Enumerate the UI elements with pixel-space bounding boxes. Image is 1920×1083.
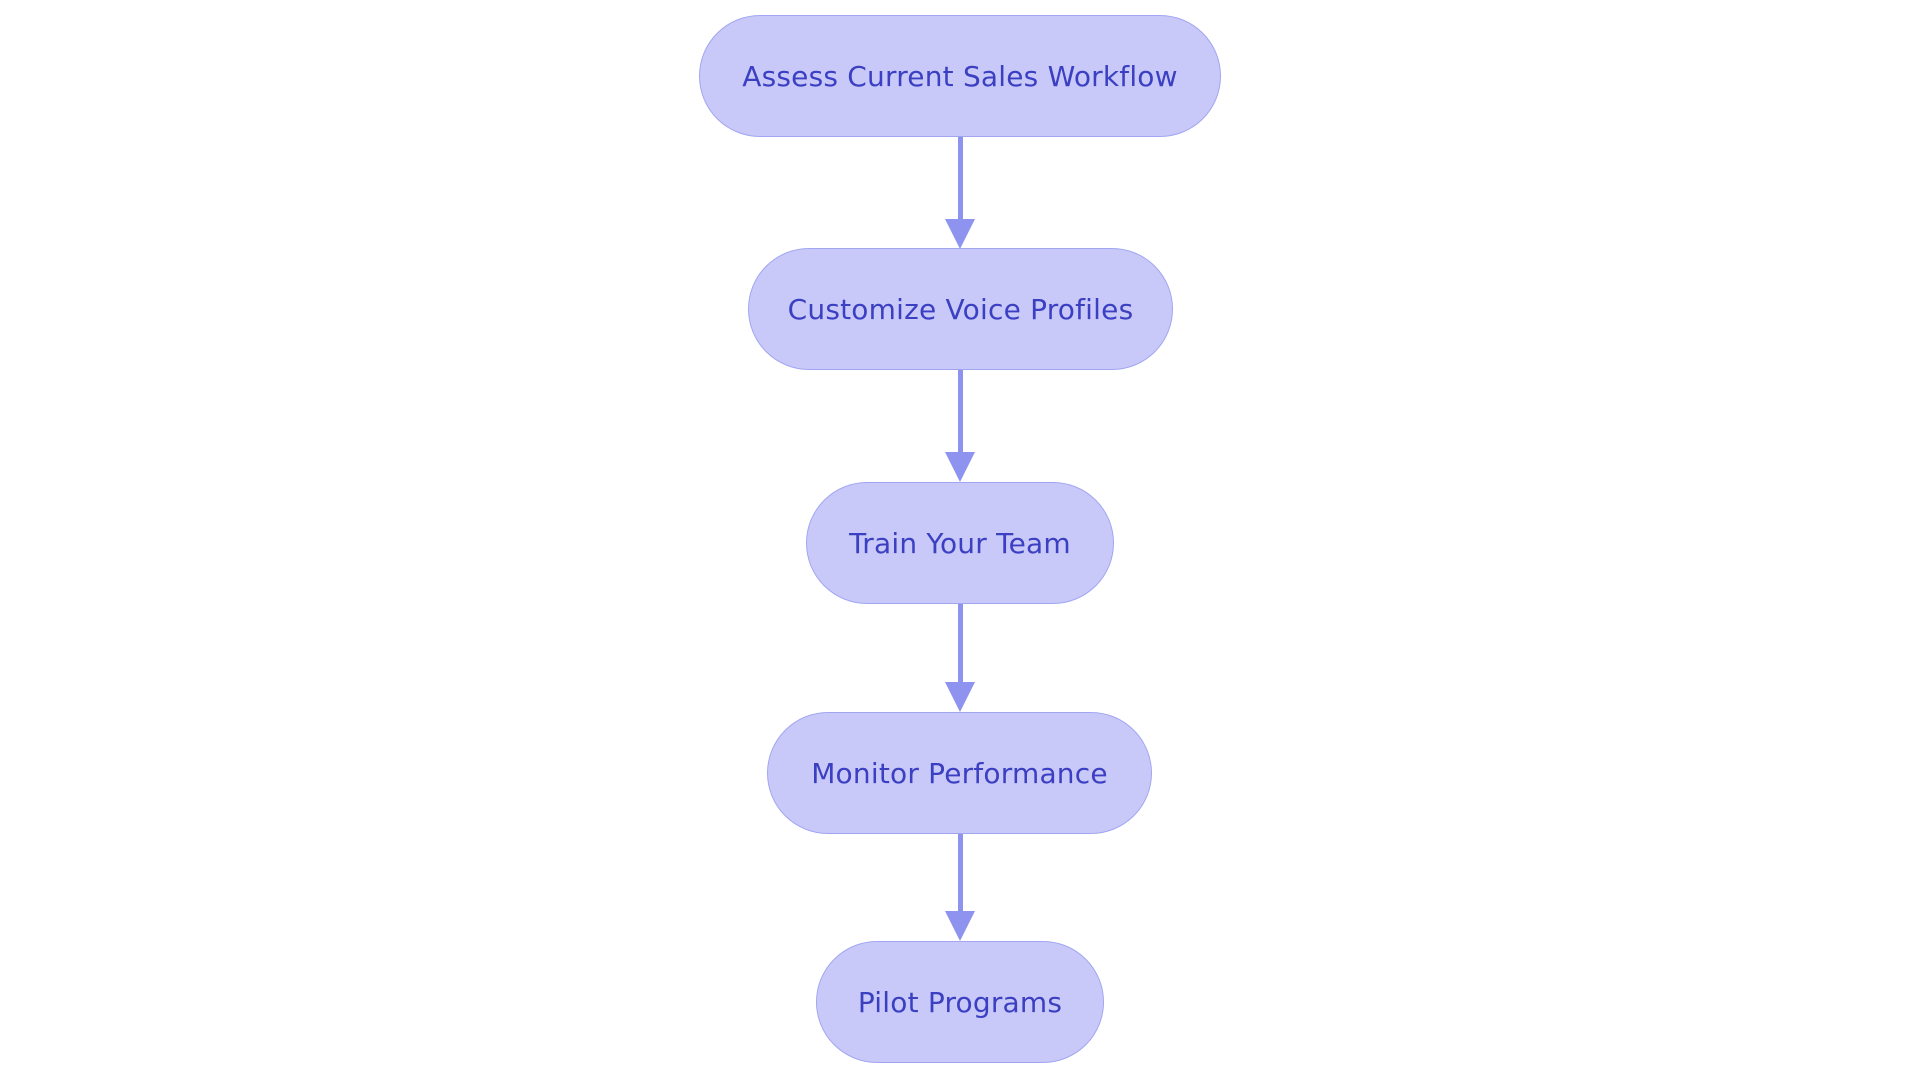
arrowhead-down-icon	[945, 911, 975, 941]
flow-arrow-4	[945, 834, 975, 941]
flow-node-label: Customize Voice Profiles	[787, 292, 1134, 326]
arrow-line	[957, 604, 963, 682]
arrow-line	[957, 137, 963, 219]
flow-node-label: Assess Current Sales Workflow	[742, 59, 1178, 93]
flow-node-label: Train Your Team	[849, 526, 1071, 560]
flow-node-label: Monitor Performance	[811, 756, 1108, 790]
flow-node-customize-voice-profiles: Customize Voice Profiles	[748, 248, 1173, 370]
flow-node-train-your-team: Train Your Team	[806, 482, 1114, 604]
flow-arrow-3	[945, 604, 975, 712]
flow-node-assess-current-sales-workflow: Assess Current Sales Workflow	[699, 15, 1221, 137]
arrowhead-down-icon	[945, 219, 975, 249]
flow-arrow-1	[945, 137, 975, 249]
flow-node-monitor-performance: Monitor Performance	[767, 712, 1152, 834]
flow-node-pilot-programs: Pilot Programs	[816, 941, 1104, 1063]
arrow-line	[957, 834, 963, 911]
arrow-line	[957, 370, 963, 452]
arrowhead-down-icon	[945, 682, 975, 712]
flow-arrow-2	[945, 370, 975, 482]
arrowhead-down-icon	[945, 452, 975, 482]
flow-node-label: Pilot Programs	[857, 985, 1063, 1019]
